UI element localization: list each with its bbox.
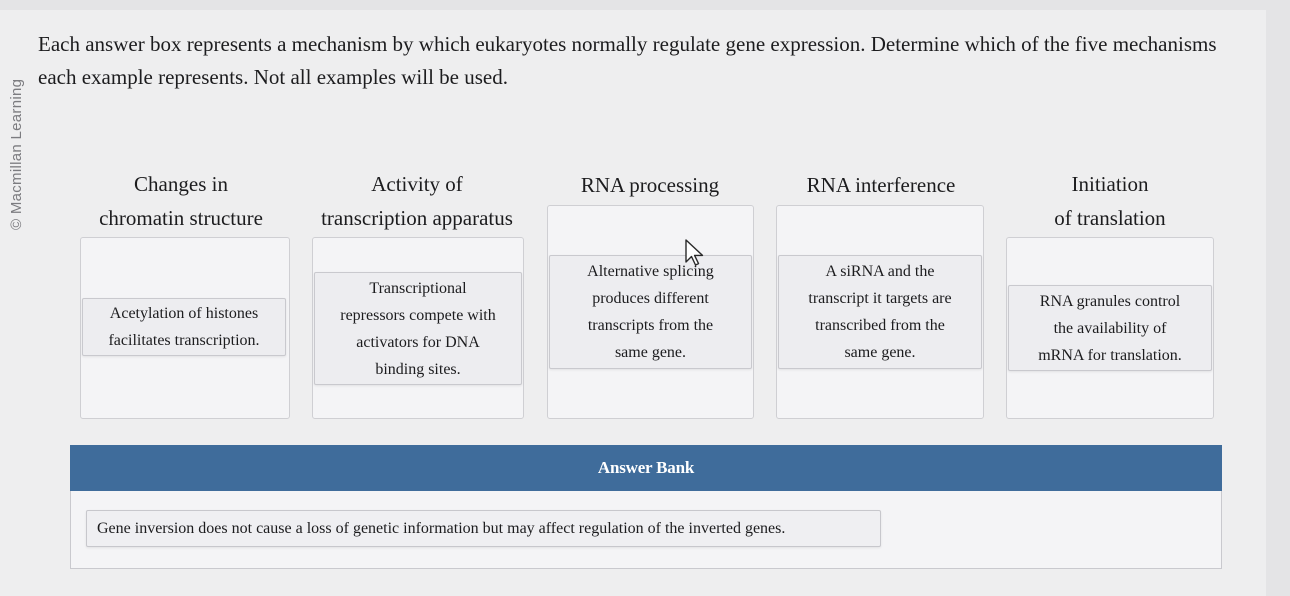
mouse-pointer-icon [685, 239, 704, 266]
answer-card[interactable]: Acetylation of histones facilitates tran… [82, 298, 286, 356]
column-title-rna-interference: RNA interference [806, 173, 956, 197]
instructions-text: Each answer box represents a mechanism b… [38, 32, 1217, 89]
answer-card[interactable]: Alternative splicing produces different … [549, 255, 752, 369]
column-title-chromatin: Changes in chromatin structure [99, 172, 263, 230]
column-title-transcription: Activity of transcription apparatus [321, 172, 513, 230]
answer-card[interactable]: RNA granules control the availability of… [1008, 285, 1212, 371]
watermark: © Macmillan Learning [8, 78, 25, 230]
answer-bank-header: Answer Bank [70, 445, 1222, 491]
column-title-rna-processing: RNA processing [580, 173, 720, 197]
answer-card[interactable]: A siRNA and the transcript it targets ar… [778, 255, 982, 369]
answer-bank-card[interactable]: Gene inversion does not cause a loss of … [86, 510, 881, 547]
answer-card[interactable]: Transcriptional repressors compete with … [314, 272, 522, 385]
column-title-translation: Initiation of translation [1054, 172, 1166, 230]
